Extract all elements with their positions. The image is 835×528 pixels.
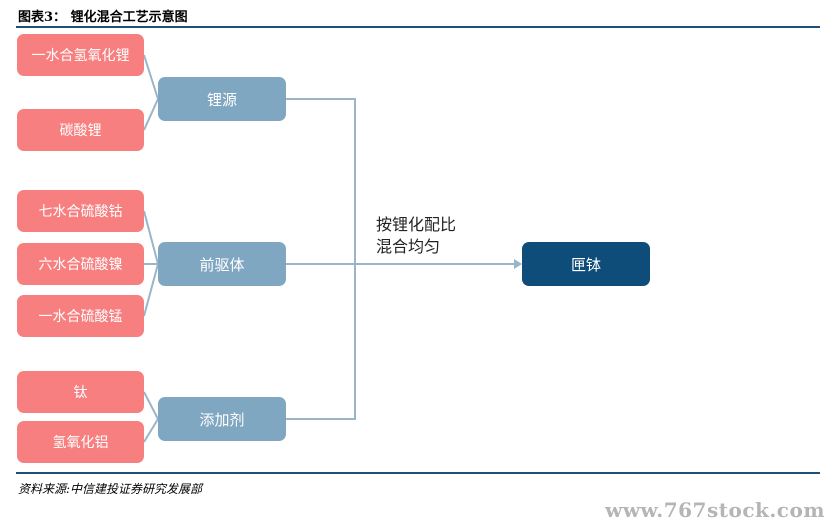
arrowhead	[514, 259, 522, 269]
group-additive: 添加剂	[158, 397, 286, 441]
bottom-rule	[16, 472, 820, 474]
link-lithium-hydroxide-to-lithium-source	[143, 54, 159, 100]
source-aluminum-hydroxide: 氢氧化铝	[17, 421, 144, 463]
process-note: 按锂化配比 混合均匀	[376, 214, 456, 258]
link-cobalt-sulfate-to-precursor	[143, 210, 159, 265]
process-note-line-1: 按锂化配比	[376, 215, 457, 234]
link-lithium-carbonate-to-lithium-source	[143, 98, 159, 131]
source-attribution: 资料来源:中信建投证券研究发展部	[18, 482, 203, 496]
group-lithium-source: 锂源	[158, 77, 286, 121]
watermark: www.767stock.com	[605, 498, 825, 522]
source-cobalt-sulfate-heptahydrate: 七水合硫酸钴	[17, 190, 144, 232]
process-note-line-2: 混合均匀	[376, 237, 441, 256]
group-precursor: 前驱体	[158, 242, 286, 286]
source-nickel-sulfate-hexahydrate: 六水合硫酸镍	[17, 243, 144, 285]
source-lithium-hydroxide-monohydrate: 一水合氢氧化锂	[17, 34, 144, 76]
target-sagger: 匣钵	[522, 242, 650, 286]
link-lithium-source-to-bus	[286, 98, 356, 420]
link-titanium-to-additive	[143, 391, 159, 420]
source-titanium: 钛	[17, 371, 144, 413]
top-rule	[16, 26, 820, 28]
figure-title: 图表3： 锂化混合工艺示意图	[18, 10, 188, 25]
source-lithium-carbonate: 碳酸锂	[17, 109, 144, 151]
link-aluminum-hydroxide-to-additive	[143, 418, 159, 443]
source-manganese-sulfate-monohydrate: 一水合硫酸锰	[17, 295, 144, 337]
link-manganese-sulfate-to-precursor	[143, 263, 159, 317]
